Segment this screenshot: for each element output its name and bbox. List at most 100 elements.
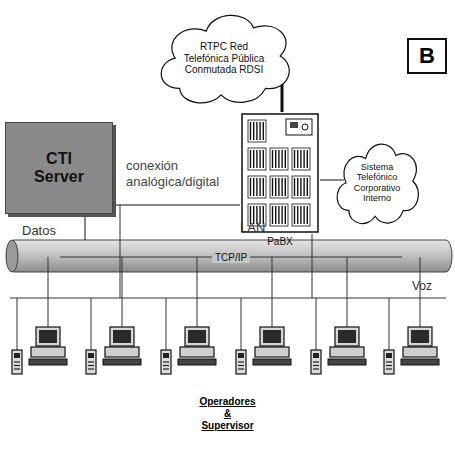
node-label: PaBX — [240, 236, 320, 247]
card-stripes — [253, 150, 254, 168]
telephone-icon — [86, 350, 96, 374]
card-stripes — [253, 178, 254, 196]
phone-keys — [88, 361, 94, 362]
card-stripes — [285, 206, 286, 224]
card-stripes — [263, 122, 264, 140]
data-drop-line — [347, 257, 348, 327]
cloud-shape — [161, 15, 289, 103]
telephone-icon — [12, 350, 22, 374]
card-slot — [292, 204, 310, 226]
card-stripes — [275, 206, 276, 224]
card-stripes — [272, 150, 273, 168]
computer-icon — [178, 327, 216, 365]
card-stripes — [250, 178, 251, 196]
screen — [263, 330, 281, 343]
phone-keys — [88, 368, 94, 369]
phone-display — [238, 353, 244, 358]
voice-drop-line — [316, 298, 317, 350]
data-drop-line — [272, 257, 273, 327]
phone-keys — [238, 361, 244, 362]
control-panel — [286, 119, 312, 135]
connection-label: conexión analógica/digital — [126, 158, 246, 189]
monitor — [260, 327, 284, 346]
system-unit — [403, 347, 437, 357]
workstations — [12, 257, 439, 374]
phone-display — [386, 353, 392, 358]
card-stripes — [285, 178, 286, 196]
connector-line — [85, 214, 86, 240]
phone-keys — [88, 365, 94, 366]
phone-keys — [14, 368, 20, 369]
node-label: RTPC Red Telefónica Pública Conmutada RD… — [178, 41, 270, 76]
pabx-voice-wire — [312, 234, 313, 298]
connectors — [85, 80, 344, 240]
connector-line — [320, 180, 344, 181]
voice-drop-line — [389, 298, 390, 350]
card-stripes — [300, 178, 301, 196]
node-label: B — [419, 43, 435, 69]
card-slot — [248, 120, 266, 142]
card-stripes — [307, 150, 308, 168]
monitor — [408, 327, 432, 346]
protocol-label: TCP/IP — [212, 252, 250, 263]
screen — [338, 330, 356, 343]
data-drop-line — [122, 257, 123, 327]
node-label: Sistema Telefónico Corporativo Interno — [347, 162, 407, 203]
phone-keys — [14, 361, 20, 362]
card-stripes — [256, 178, 257, 196]
monitor — [36, 327, 60, 346]
monitor — [185, 327, 209, 346]
keyboard — [401, 359, 439, 365]
phone-keys — [313, 361, 319, 362]
card-stripes — [294, 206, 295, 224]
voice-drop-line — [166, 298, 167, 350]
voice-drop-line — [241, 298, 242, 350]
card-stripes — [250, 150, 251, 168]
card-stripes — [285, 150, 286, 168]
card-stripes — [272, 206, 273, 224]
phone-body — [236, 350, 246, 374]
keyboard — [328, 359, 366, 365]
card-stripes — [250, 122, 251, 140]
card-stripes — [297, 150, 298, 168]
node-label: LAN — [240, 220, 265, 235]
data-drop-line — [48, 257, 49, 327]
card-stripes — [303, 150, 304, 168]
card-stripes — [300, 206, 301, 224]
cabinet-outline — [242, 114, 318, 232]
computer-icon — [253, 327, 291, 365]
phone-display — [88, 353, 94, 358]
voice-drop-line — [91, 298, 92, 350]
card-stripes — [278, 206, 279, 224]
monitor — [110, 327, 134, 346]
card-stripes — [275, 178, 276, 196]
data-drop-line — [197, 257, 198, 327]
keyboard — [253, 359, 291, 365]
network-cloud: RTPC Red Telefónica Pública Conmutada RD… — [150, 2, 298, 110]
lan-pipe — [6, 240, 452, 272]
voice-line — [10, 298, 446, 299]
phone-display — [163, 353, 169, 358]
phone-body — [86, 350, 96, 374]
card-stripes — [281, 206, 282, 224]
computer-icon — [401, 327, 439, 365]
system-unit — [31, 347, 65, 357]
card-slot — [270, 176, 288, 198]
card-stripes — [307, 178, 308, 196]
screen — [188, 330, 206, 343]
connector-line — [113, 205, 240, 206]
card-stripes — [263, 178, 264, 196]
system-unit — [330, 347, 364, 357]
card-stripes — [294, 178, 295, 196]
phone-keys — [14, 365, 20, 366]
telephone-icon — [236, 350, 246, 374]
card-stripes — [297, 206, 298, 224]
voice-caption: Voz — [412, 279, 432, 293]
system-unit — [105, 347, 139, 357]
card-stripes — [253, 122, 254, 140]
server-box: CTI Server — [5, 122, 113, 214]
phone-keys — [163, 368, 169, 369]
voice-drop-line — [17, 298, 18, 350]
pabx-illustration — [240, 112, 320, 234]
